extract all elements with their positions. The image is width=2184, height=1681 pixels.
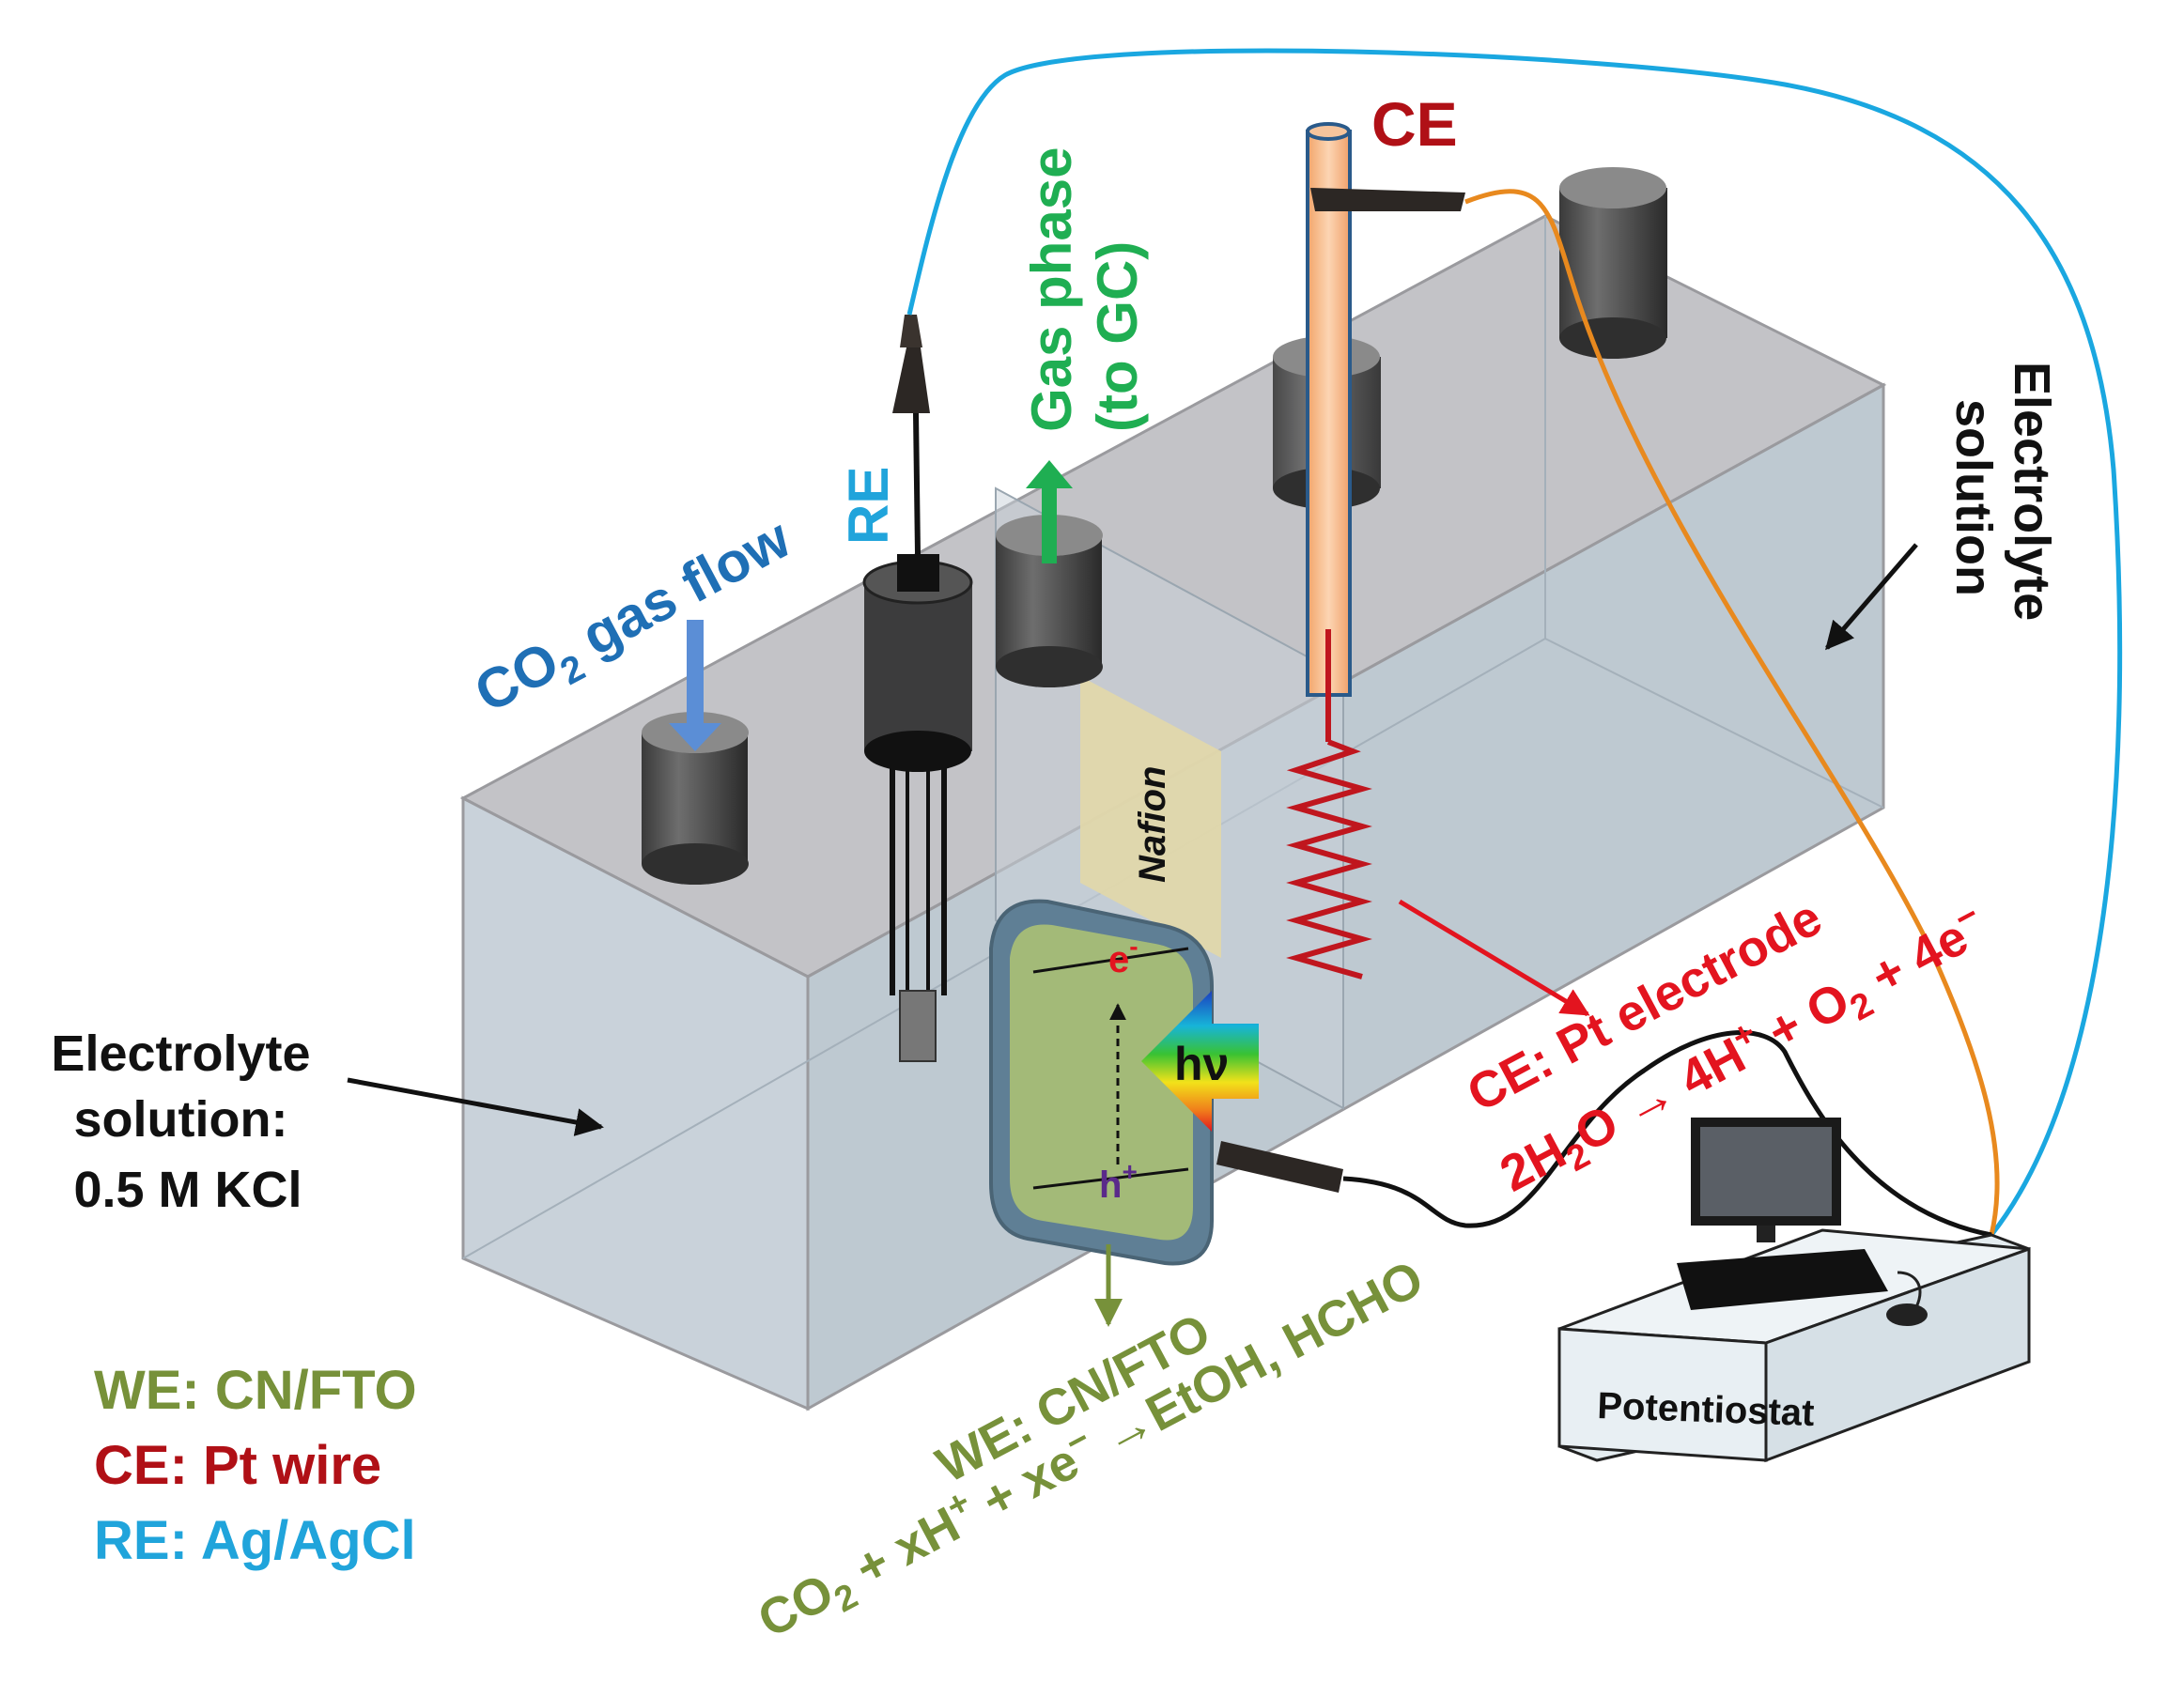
potentiostat-label: Potentiostat (1597, 1385, 1816, 1434)
re-label: RE (837, 467, 900, 545)
pt-wire-coil (1286, 739, 1372, 979)
keyboard (1677, 1249, 1888, 1310)
electron-label: e- (1108, 932, 1138, 980)
potentiostat-unit: Potentiostat (1557, 1118, 2031, 1463)
photon-label: hν (1174, 1038, 1229, 1090)
nafion-label: Nafion (1132, 766, 1173, 883)
gas-phase-label: Gas phase (to GC) (1020, 131, 1149, 432)
port-cylinder-extra (1559, 167, 1667, 359)
nafion-membrane: Nafion (1080, 676, 1221, 958)
electrolyte-right-label: Electrolyte solution (1945, 362, 2060, 635)
reference-electrode (862, 315, 973, 1062)
ce-wire (1464, 189, 2000, 1236)
mouse (1886, 1303, 1928, 1326)
electrolyte-left-label: Electrolyte solution: 0.5 M KCl (51, 1026, 324, 1218)
legend-ce: CE: Pt wire (94, 1435, 381, 1496)
working-electrode: e- h+ hν (989, 899, 1343, 1266)
electrolyte-right-arrow (1825, 543, 1918, 651)
photon-arrow (1141, 991, 1259, 1132)
pt-electrode-arrow (1398, 899, 1590, 1017)
electrolyte-left-arrow (347, 1077, 604, 1136)
port-cylinder-gas (996, 515, 1103, 687)
counter-electrode (1286, 122, 1465, 979)
re-wire (906, 48, 2123, 1237)
legend-we: WE: CN/FTO (94, 1360, 417, 1421)
hole-label: h+ (1099, 1157, 1138, 1206)
ce-label: CE (1371, 89, 1458, 159)
legend-re: RE: Ag/AgCl (94, 1510, 416, 1571)
electrode-legend: WE: CN/FTO CE: Pt wire RE: Ag/AgCl (94, 1360, 417, 1571)
